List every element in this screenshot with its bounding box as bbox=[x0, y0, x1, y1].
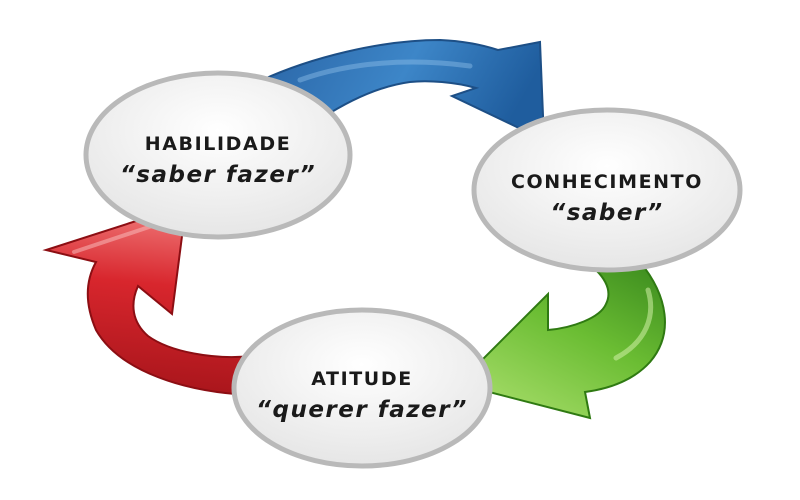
node-habilidade-title: HABILIDADE bbox=[145, 133, 292, 155]
node-habilidade: HABILIDADE “saber fazer” bbox=[83, 70, 353, 240]
node-atitude-subtitle: “querer fazer” bbox=[256, 397, 468, 423]
node-habilidade-subtitle: “saber fazer” bbox=[120, 162, 316, 188]
arrow-habilidade-to-conhecimento bbox=[259, 38, 546, 142]
node-atitude-title: ATITUDE bbox=[311, 368, 413, 390]
node-conhecimento: CONHECIMENTO “saber” bbox=[471, 107, 743, 273]
node-conhecimento-title: CONHECIMENTO bbox=[511, 171, 703, 193]
arrow-conhecimento-to-atitude bbox=[456, 260, 666, 420]
node-atitude: ATITUDE “querer fazer” bbox=[231, 307, 493, 469]
node-conhecimento-subtitle: “saber” bbox=[550, 200, 663, 226]
